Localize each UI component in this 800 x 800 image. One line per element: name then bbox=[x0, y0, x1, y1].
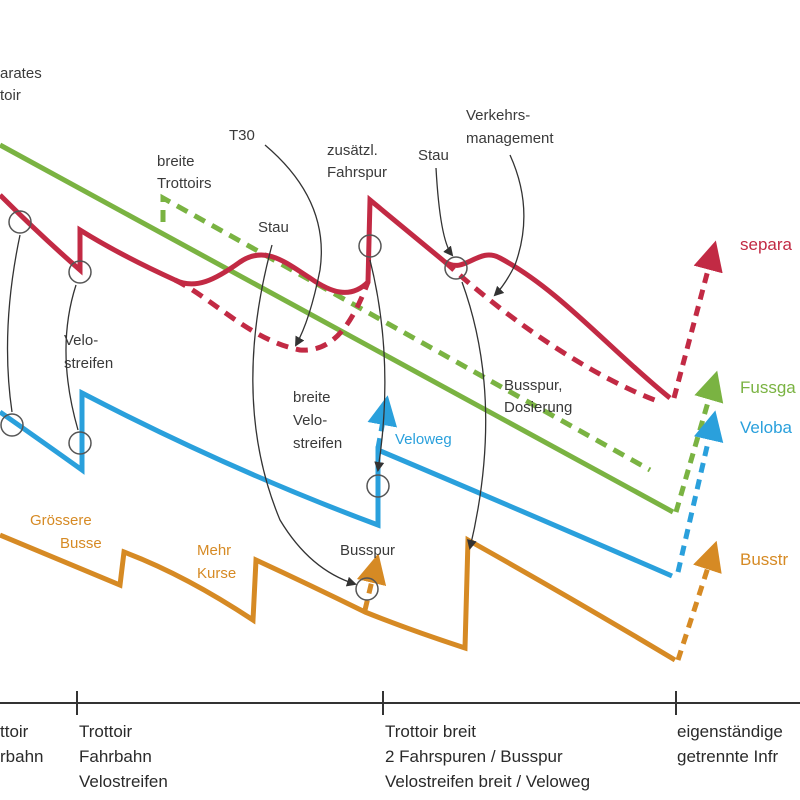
label-mehr-kurse: Mehr bbox=[197, 542, 231, 559]
connector-arrow bbox=[252, 244, 357, 587]
stage-4-line-1: eigenständige bbox=[677, 722, 783, 741]
label-mehr-kurse-2: Kurse bbox=[197, 565, 236, 582]
x-axis bbox=[0, 691, 800, 715]
label-separates-trottoir: arates bbox=[0, 65, 42, 82]
label-busspur-dosierung: Busspur, bbox=[504, 377, 562, 394]
label-velostreifen: Velo- bbox=[64, 332, 98, 349]
connector-arrow bbox=[493, 154, 525, 297]
connector-arrow bbox=[6, 234, 21, 413]
stage-2-line-3: Velostreifen bbox=[79, 772, 168, 791]
circle-marker bbox=[68, 431, 92, 455]
label-verkehrsmanagement: Verkehrs- bbox=[466, 107, 530, 124]
separate-dashed-verkehrsmanagement bbox=[443, 260, 661, 405]
circle-marker bbox=[444, 256, 468, 280]
separate-arrow bbox=[671, 240, 723, 399]
circle-marker bbox=[0, 413, 24, 437]
label-t30: T30 bbox=[229, 127, 255, 144]
stage-1-line-1: ttoir bbox=[0, 722, 29, 741]
label-veloweg: Veloweg bbox=[395, 431, 452, 448]
mode-label-bus: Busstr bbox=[740, 550, 789, 569]
velo-arrow bbox=[675, 410, 724, 573]
fuss-arrow bbox=[673, 370, 724, 513]
veloweg-arrow bbox=[367, 395, 398, 449]
mode-label-separate: separa bbox=[740, 235, 793, 254]
connector-arrow bbox=[435, 167, 454, 257]
fuss-line bbox=[0, 142, 675, 515]
label-breite-trottoirs: breite bbox=[157, 153, 195, 170]
label-zusaetzl-fahrspur-2: Fahrspur bbox=[327, 164, 387, 181]
label-zusaetzl-fahrspur: zusätzl. bbox=[327, 142, 378, 159]
velo-line bbox=[0, 388, 673, 579]
bus-line bbox=[0, 532, 677, 663]
annotation-arrows bbox=[6, 144, 525, 587]
circle-marker bbox=[8, 210, 32, 234]
label-stau-2: Stau bbox=[418, 147, 449, 164]
label-groessere-busse: Grössere bbox=[30, 512, 92, 529]
bus-arrow bbox=[675, 540, 722, 661]
separate-dashed-t30 bbox=[173, 277, 371, 353]
stage-1-line-2: rbahn bbox=[0, 747, 43, 766]
stage-3-line-1: Trottoir breit bbox=[385, 722, 476, 741]
stage-3-line-2: 2 Fahrspuren / Busspur bbox=[385, 747, 563, 766]
stage-2-line-1: Trottoir bbox=[79, 722, 133, 741]
label-busspur: Busspur bbox=[340, 542, 395, 559]
connector-arrow bbox=[369, 259, 386, 472]
label-stau-1: Stau bbox=[258, 219, 289, 236]
label-breite-velostreifen-3: streifen bbox=[293, 435, 342, 452]
label-breite-velostreifen: breite bbox=[293, 389, 331, 406]
stage-4-line-2: getrennte Infr bbox=[677, 747, 778, 766]
label-breite-velostreifen-2: Velo- bbox=[293, 412, 327, 429]
circle-marker bbox=[68, 260, 92, 284]
fuss-dashed-breite-trottoirs bbox=[160, 193, 652, 473]
connector-arrow bbox=[461, 281, 487, 550]
label-velostreifen-2: streifen bbox=[64, 355, 113, 372]
highlight-circles bbox=[0, 210, 468, 601]
mode-label-fuss: Fussga bbox=[740, 378, 796, 397]
circle-marker bbox=[358, 234, 382, 258]
stage-2-line-2: Fahrbahn bbox=[79, 747, 152, 766]
label-busspur-dosierung-2: Dosierung bbox=[504, 399, 572, 416]
label-breite-trottoirs-2: Trottoirs bbox=[157, 175, 211, 192]
circle-marker bbox=[355, 577, 379, 601]
stage-3-line-3: Velostreifen breit / Veloweg bbox=[385, 772, 590, 791]
mode-label-velo: Veloba bbox=[740, 418, 793, 437]
connector-arrow bbox=[264, 144, 322, 347]
separate-line bbox=[0, 193, 672, 400]
circle-marker bbox=[366, 474, 390, 498]
label-verkehrsmanagement-2: management bbox=[466, 130, 554, 147]
busspur-arrow bbox=[356, 553, 387, 611]
label-groessere-busse-2: Busse bbox=[60, 535, 102, 552]
connector-arrow bbox=[65, 284, 79, 431]
label-separates-trottoir-2: toir bbox=[0, 87, 21, 104]
